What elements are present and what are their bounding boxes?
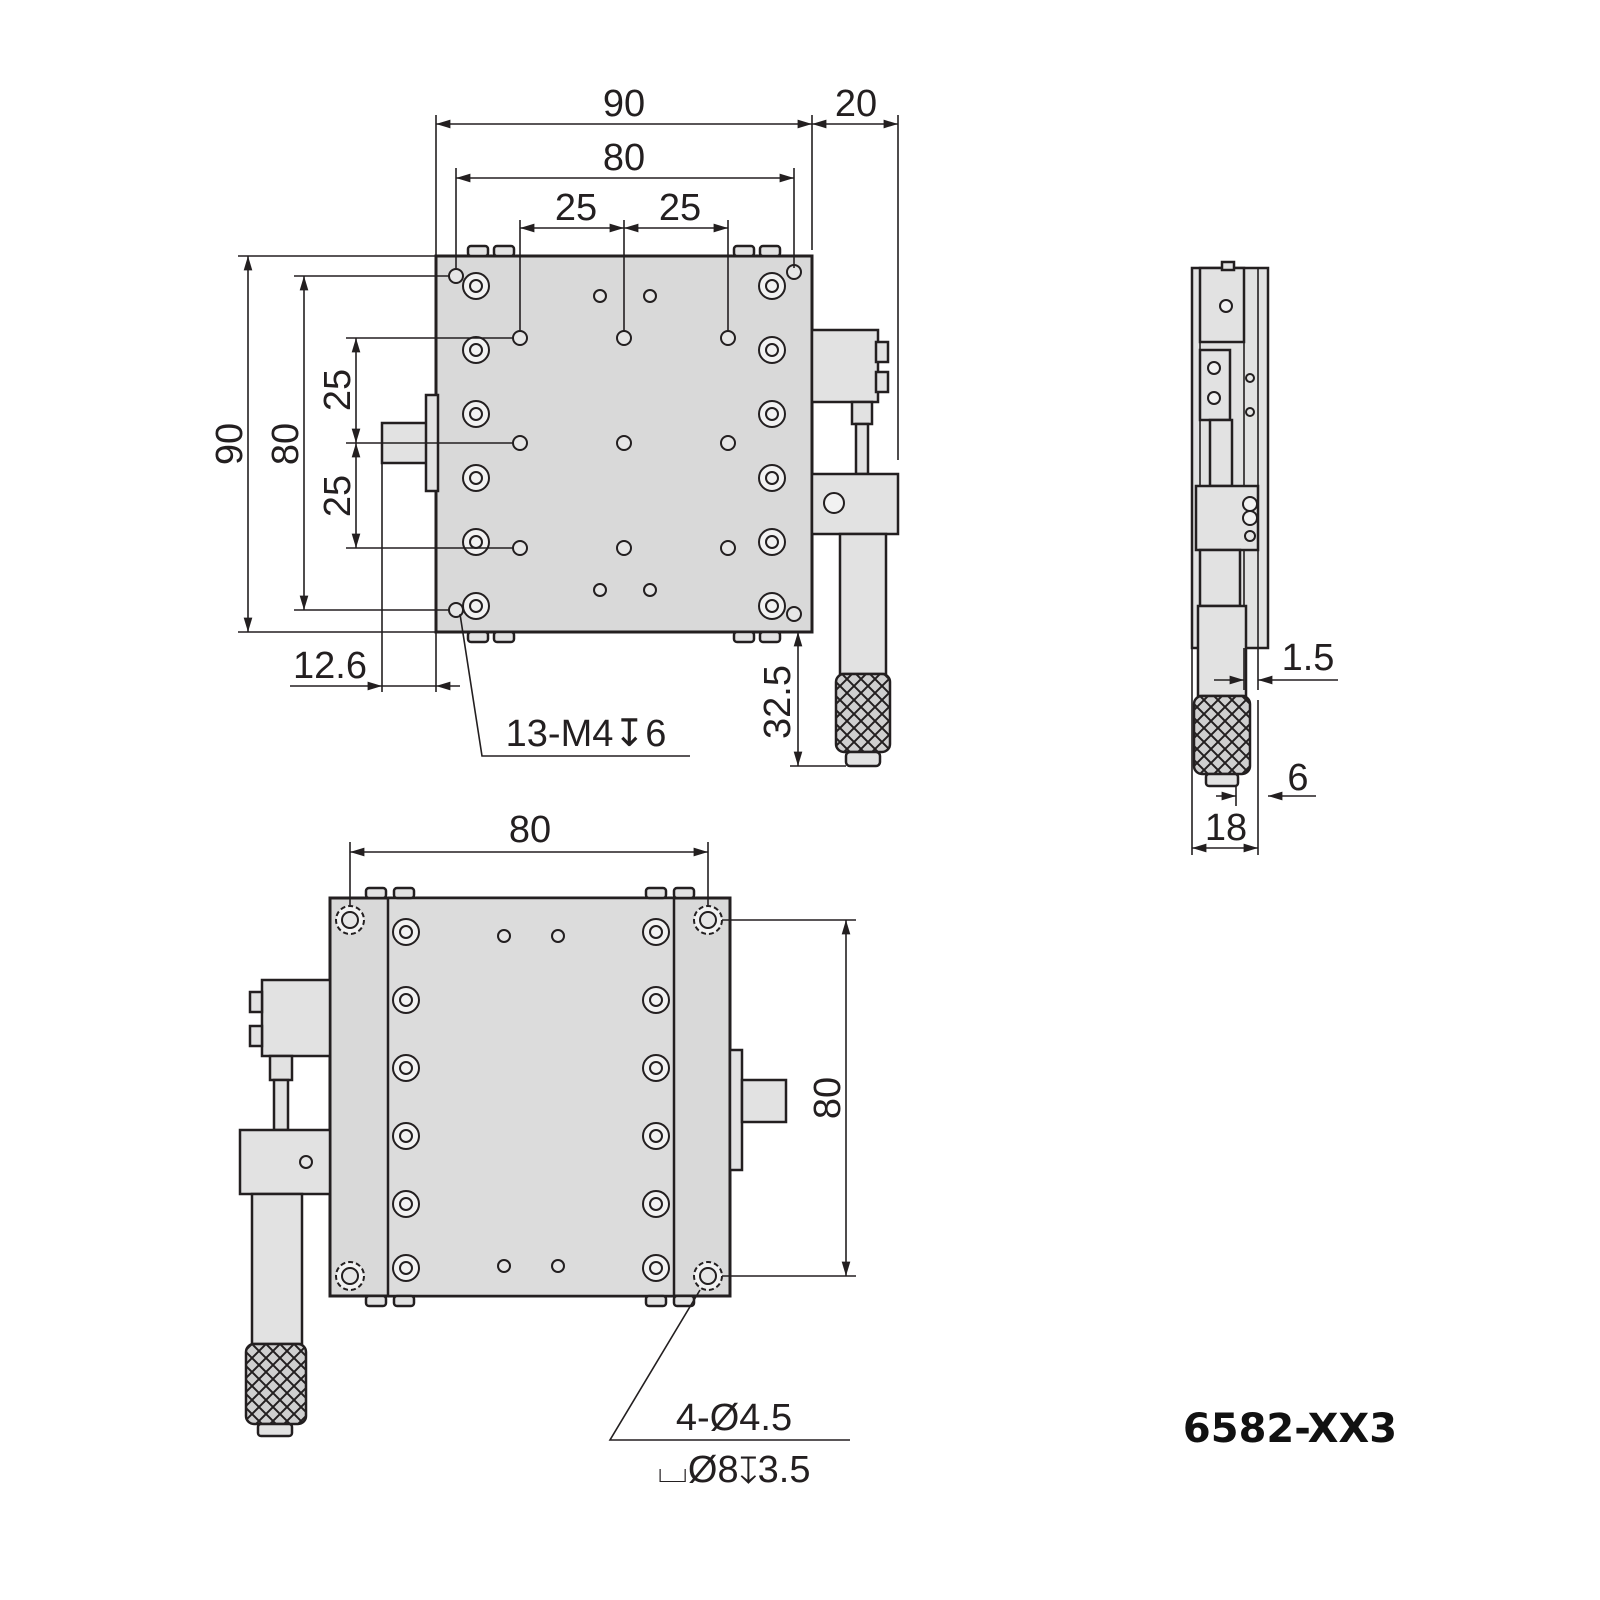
top-dimension-lines: [238, 115, 899, 767]
bottom-dimension-lines: [349, 842, 856, 1441]
side-top-tab: [1220, 260, 1236, 272]
top-micrometer-nut: [850, 400, 874, 426]
bottom-view: 80 80 4-Ø4.5 ⌴Ø8↧3.5: [238, 809, 856, 1491]
dim-pitch-right: 25: [659, 187, 701, 229]
dim-overall-height: 90: [209, 423, 251, 465]
top-micrometer-tab: [874, 340, 890, 364]
dim-overall-width: 90: [603, 83, 645, 125]
top-micrometer-spindle: [854, 422, 870, 476]
side-barrel-lower: [1196, 604, 1248, 698]
side-dimension-lines: [1191, 648, 1338, 855]
bottom-micrometer-barrel: [250, 1192, 304, 1346]
top-feet: [466, 244, 782, 644]
bottom-counterbores: [335, 905, 723, 1291]
top-dimension-text: 90 20 80 25 25 90 80 25 25 12.6 32.5 13-…: [209, 83, 877, 755]
bottom-micrometer-bracket: [260, 978, 332, 1058]
dim-micrometer-extension: 32.5: [757, 665, 799, 739]
dim-pitch-lower: 25: [317, 475, 359, 517]
top-micrometer-barrel: [838, 532, 888, 676]
model-number: 6582-XX3: [1183, 1406, 1397, 1452]
dim-hole-span: 80: [603, 137, 645, 179]
knurl-pattern-icon: [246, 1344, 306, 1424]
knurl-pattern-icon: [836, 674, 890, 752]
dim-micrometer-offset: 20: [835, 83, 877, 125]
top-threaded-holes: [448, 264, 802, 622]
thread-callout: 13-M4↧6: [506, 713, 667, 755]
side-spindle: [1208, 418, 1234, 488]
counterbore-spec: ⌴Ø8↧3.5: [658, 1449, 811, 1491]
clamp-screw-icon: [823, 492, 845, 514]
top-micrometer-bracket: [810, 328, 880, 404]
dim-knob-offset: 6: [1287, 757, 1308, 799]
bottom-cap-screws: [392, 918, 670, 1282]
bottom-side-knob: [740, 1078, 788, 1124]
bottom-micrometer-tab: [248, 990, 264, 1014]
counterbore-callout: 4-Ø4.5: [676, 1397, 792, 1439]
side-micrometer-bracket: [1198, 348, 1232, 422]
bottom-side-clamp: [728, 1048, 744, 1172]
bottom-micrometer-end: [256, 1422, 294, 1438]
bottom-micrometer-tab: [248, 1024, 264, 1048]
side-barrel: [1198, 548, 1242, 608]
top-micrometer-end: [844, 750, 882, 768]
dim-bottom-width: 80: [509, 809, 551, 851]
bottom-center-carriage: [386, 896, 676, 1298]
dim-bottom-height: 80: [807, 1077, 849, 1119]
dim-thickness: 18: [1205, 807, 1247, 849]
bottom-small-holes: [497, 929, 565, 1273]
top-micrometer-tab: [874, 370, 890, 394]
side-thimble-end: [1204, 772, 1240, 788]
dim-pitch-left: 25: [555, 187, 597, 229]
bottom-micrometer-spindle: [272, 1078, 290, 1132]
knurl-pattern-icon: [1194, 696, 1250, 774]
dim-gap: 1.5: [1282, 637, 1335, 679]
dim-pitch-upper: 25: [317, 369, 359, 411]
bottom-micrometer-clamp: [238, 1128, 332, 1196]
top-view: 90 20 80 25 25 90 80 25 25 12.6 32.5 13-…: [209, 83, 900, 768]
dim-hole-span-vertical: 80: [265, 423, 307, 465]
dim-edge-offset: 12.6: [293, 645, 367, 687]
bottom-micrometer-nut: [268, 1054, 294, 1082]
side-view: 1.5 6 18: [1190, 260, 1338, 855]
bottom-feet: [364, 886, 696, 1308]
